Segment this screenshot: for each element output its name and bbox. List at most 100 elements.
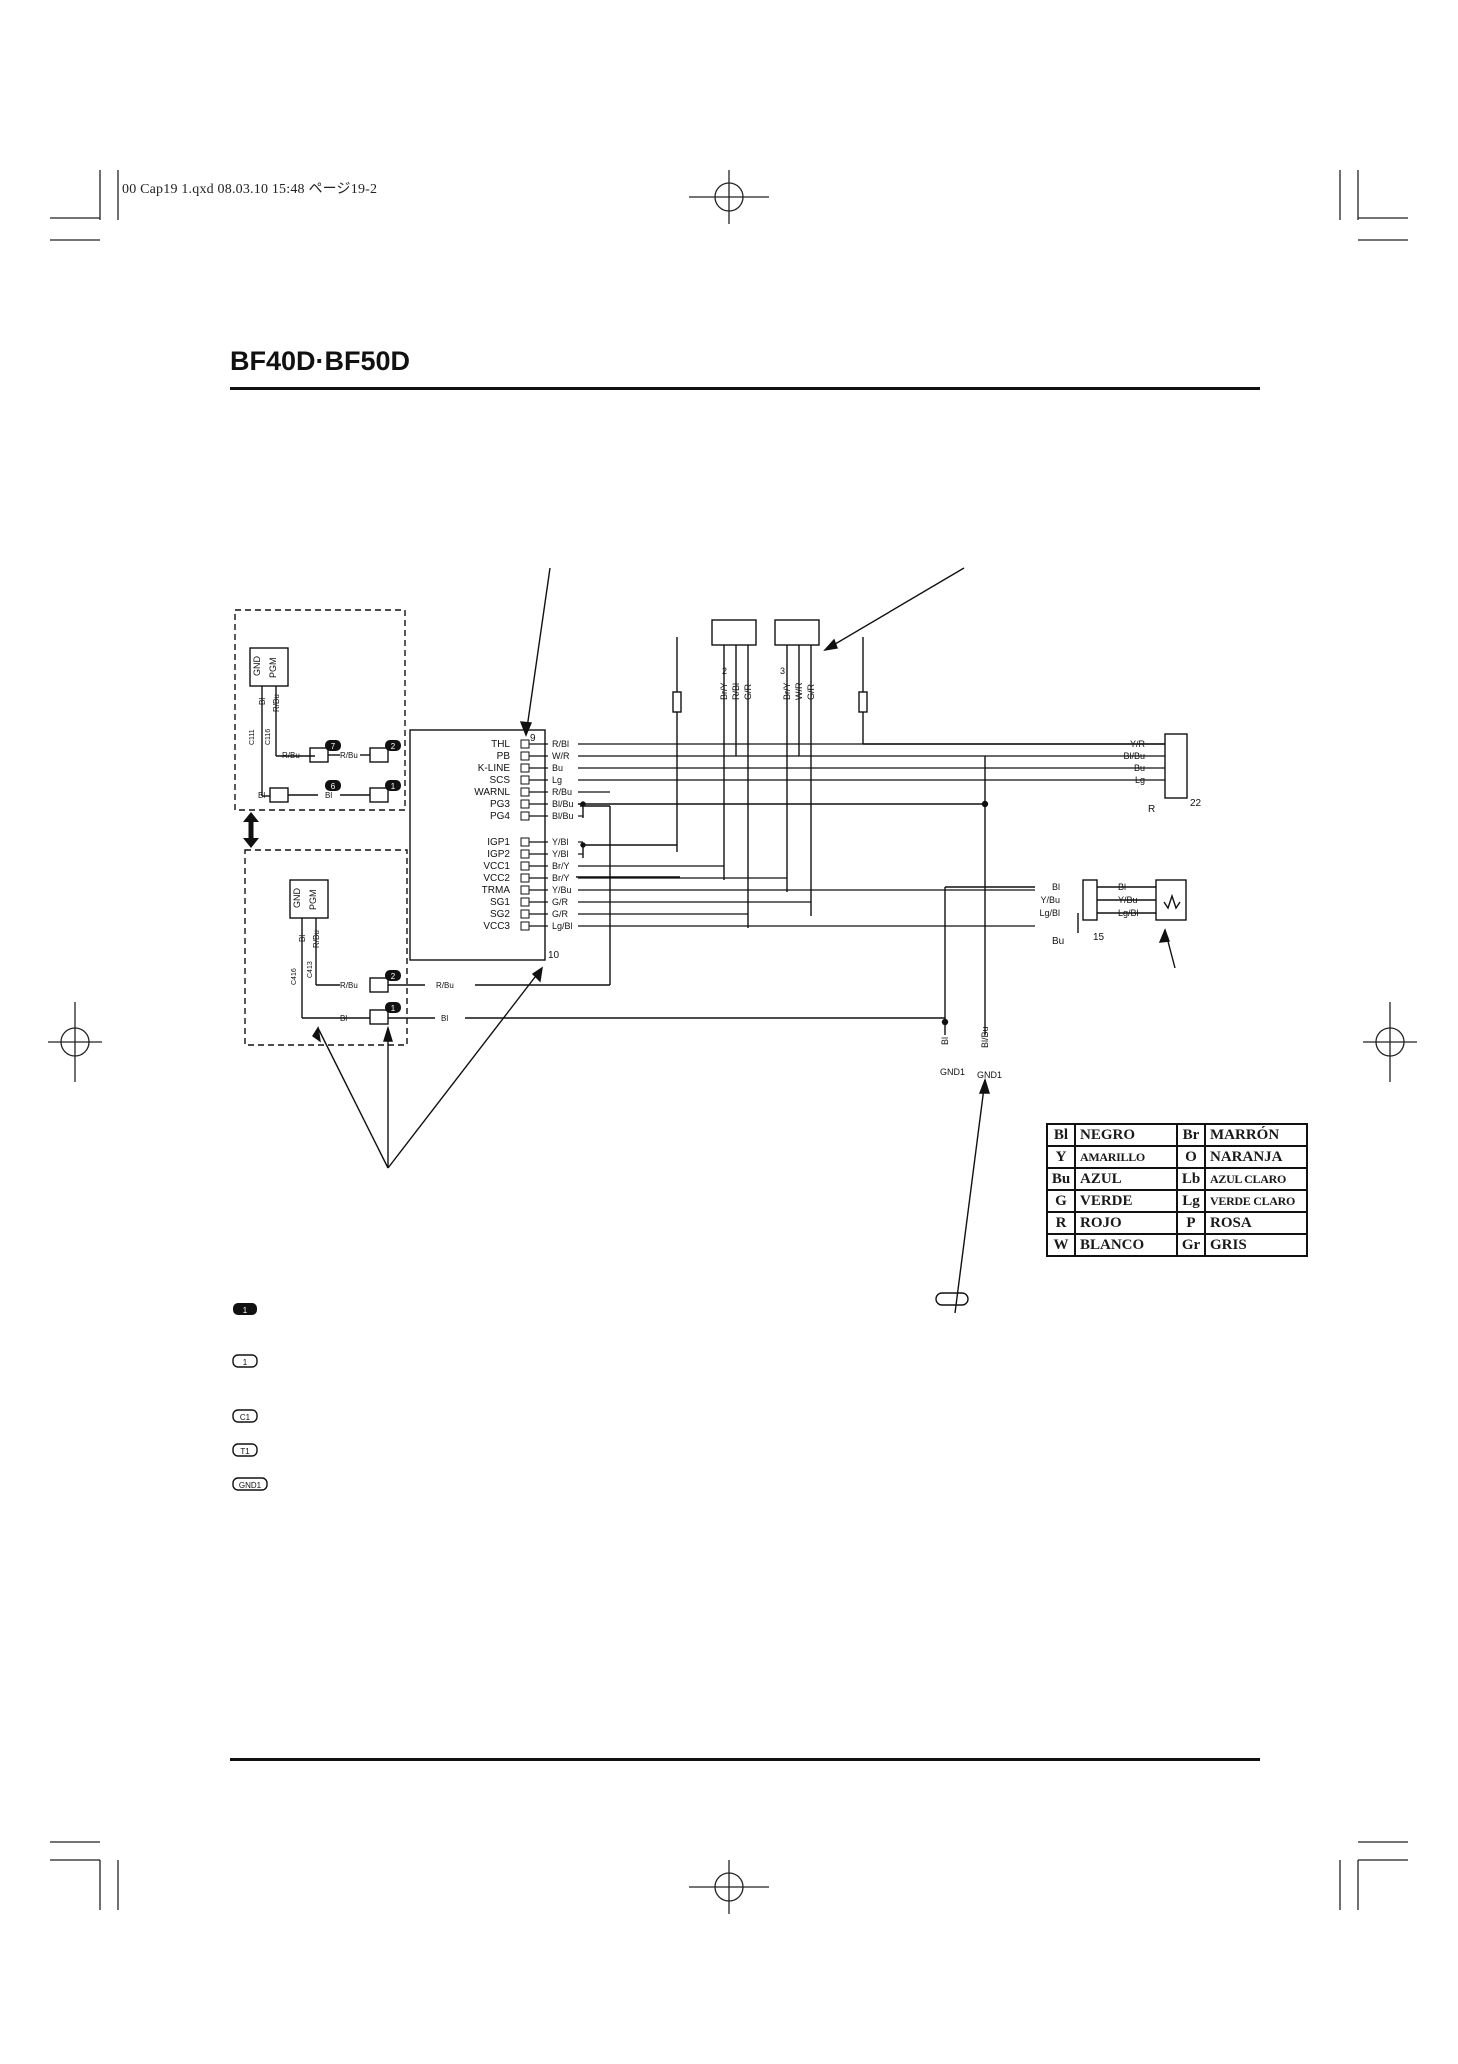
ecm-pin-igp2: IGP2 — [487, 849, 510, 860]
ecm-pin-terminal — [520, 739, 530, 749]
panel-top-badge-7 — [325, 740, 341, 751]
panel-bottom-conn-1 — [369, 1009, 389, 1025]
panel-top-badge-label-6: 6 — [331, 782, 336, 791]
legend-code: W — [1046, 1233, 1076, 1257]
page-title: BF40D·BF50D — [230, 346, 411, 376]
panel-bottom-outline — [244, 849, 408, 1046]
ecm-wire-14: Lg/Bl — [552, 921, 573, 931]
connector-22-wire-0: Y/R — [1130, 739, 1146, 749]
ecm-wire-1: W/R — [552, 751, 570, 761]
ecm-connector-9: 9 — [530, 733, 536, 744]
diagram-lines — [232, 567, 1188, 1491]
ecm-pin-trma: TRMA — [482, 885, 511, 896]
ecm-pin-terminal — [520, 763, 530, 773]
connector-22-body — [1164, 733, 1188, 799]
sensor-right-wire-2: G/R — [806, 683, 816, 700]
panel-top-bl-mid: Bl — [325, 791, 332, 800]
sensor-right-wire-1: W/R — [794, 682, 804, 700]
panel-top-bl: Bl — [258, 698, 267, 705]
legend-name: NARANJA — [1204, 1145, 1308, 1169]
ecm-wire-8: Y/Bl — [552, 849, 569, 859]
panel-bottom-rbu: R/Bu — [312, 930, 321, 948]
panel-bottom-pgm: PGM — [308, 889, 318, 910]
legend-code: P — [1176, 1211, 1206, 1235]
legend-name: ROSA — [1204, 1211, 1308, 1235]
panel-bottom-badge-label-1: 1 — [391, 1004, 396, 1013]
connector-15-right-wire-0: Bl — [1118, 882, 1126, 892]
panel-top-badge-label-1: 1 — [391, 782, 396, 791]
connector-15-number: 15 — [1093, 932, 1105, 943]
key-box-t1 — [232, 1443, 258, 1457]
panel-bottom-badge-label-2: 2 — [391, 972, 396, 981]
connector-15-left-wire-2: Lg/Bl — [1039, 908, 1060, 918]
sensor-right-body — [774, 619, 820, 646]
key-box-blank — [935, 1292, 969, 1306]
panel-top-pgm: PGM — [268, 657, 278, 678]
panel-top-outline — [234, 609, 406, 811]
panel-top-gnd: GND — [252, 656, 262, 677]
sensor-left-connector: 2 — [722, 666, 727, 676]
panel-top-c116: C116 — [265, 729, 272, 745]
ecm-pin-terminal — [520, 897, 530, 907]
ecm-wire-3: Lg — [552, 775, 562, 785]
ecm-pin-scs: SCS — [489, 775, 510, 786]
sensor-left-body — [711, 619, 757, 646]
panel-bottom-bl-run: Bl — [441, 1014, 448, 1023]
ecm-pin-k-line: K-LINE — [478, 763, 511, 774]
ecm-wire-4: R/Bu — [552, 787, 572, 797]
legend-name: NEGRO — [1074, 1123, 1178, 1147]
thermistor-symbol — [1163, 893, 1181, 910]
connector-22-r-label: R — [1148, 804, 1155, 815]
ecm-pin-terminal — [520, 849, 530, 859]
panel-top-c111: C111 — [249, 729, 256, 745]
legend-code: R — [1046, 1211, 1076, 1235]
ecm-pin-terminal — [520, 873, 530, 883]
ecm-pin-vcc2: VCC2 — [483, 873, 510, 884]
panel-top-conn-6 — [269, 787, 289, 803]
key-symbol-2-label: 1 — [243, 1358, 248, 1367]
ecm-wire-0: R/Bl — [552, 739, 569, 749]
ecm-wire-9: Br/Y — [552, 861, 570, 871]
title-rule — [230, 387, 1260, 390]
connector-15-left-wire-1: Y/Bu — [1040, 895, 1060, 905]
panel-top-rbu: R/Bu — [272, 694, 281, 712]
legend-code: G — [1046, 1189, 1076, 1213]
ecm-pin-warnl: WARNL — [474, 787, 510, 798]
ecm-pin-pg3: PG3 — [490, 799, 510, 810]
sensor-right-connector: 3 — [780, 666, 785, 676]
ecm-pin-terminal — [520, 837, 530, 847]
connector-15-body — [1082, 879, 1098, 921]
ecm-wire-10: Br/Y — [552, 873, 570, 883]
fuse-left — [672, 691, 682, 713]
key-symbol-1-label: 1 — [243, 1306, 248, 1315]
footer-rule — [230, 1758, 1260, 1761]
ecm-pin-terminal — [520, 799, 530, 809]
ground-1-wire: Bl — [940, 1037, 950, 1045]
ecm-pin-terminal — [520, 909, 530, 919]
key-symbol-3-label: C1 — [240, 1413, 251, 1422]
legend-name: AMARILLO — [1074, 1145, 1178, 1169]
ecm-pin-terminal — [520, 811, 530, 821]
ecm-pin-terminal — [520, 751, 530, 761]
connector-22-wire-3: Lg — [1135, 775, 1145, 785]
ecm-pin-terminal — [520, 885, 530, 895]
ecm-box — [409, 729, 546, 961]
sensor-right-wire-0: Br/Y — [782, 682, 792, 700]
legend-code: Y — [1046, 1145, 1076, 1169]
ecm-wire-7: Y/Bl — [552, 837, 569, 847]
legend-code: Bl — [1046, 1123, 1076, 1147]
ecm-wire-11: Y/Bu — [552, 885, 572, 895]
panel-bottom-badge-1 — [385, 1002, 401, 1013]
legend-name: MARRÓN — [1204, 1123, 1308, 1147]
panel-top-bl-left: Bl — [258, 791, 265, 800]
sensor-left-wire-2: G/R — [743, 683, 753, 700]
ground-2-label: GND1 — [977, 1070, 1002, 1080]
